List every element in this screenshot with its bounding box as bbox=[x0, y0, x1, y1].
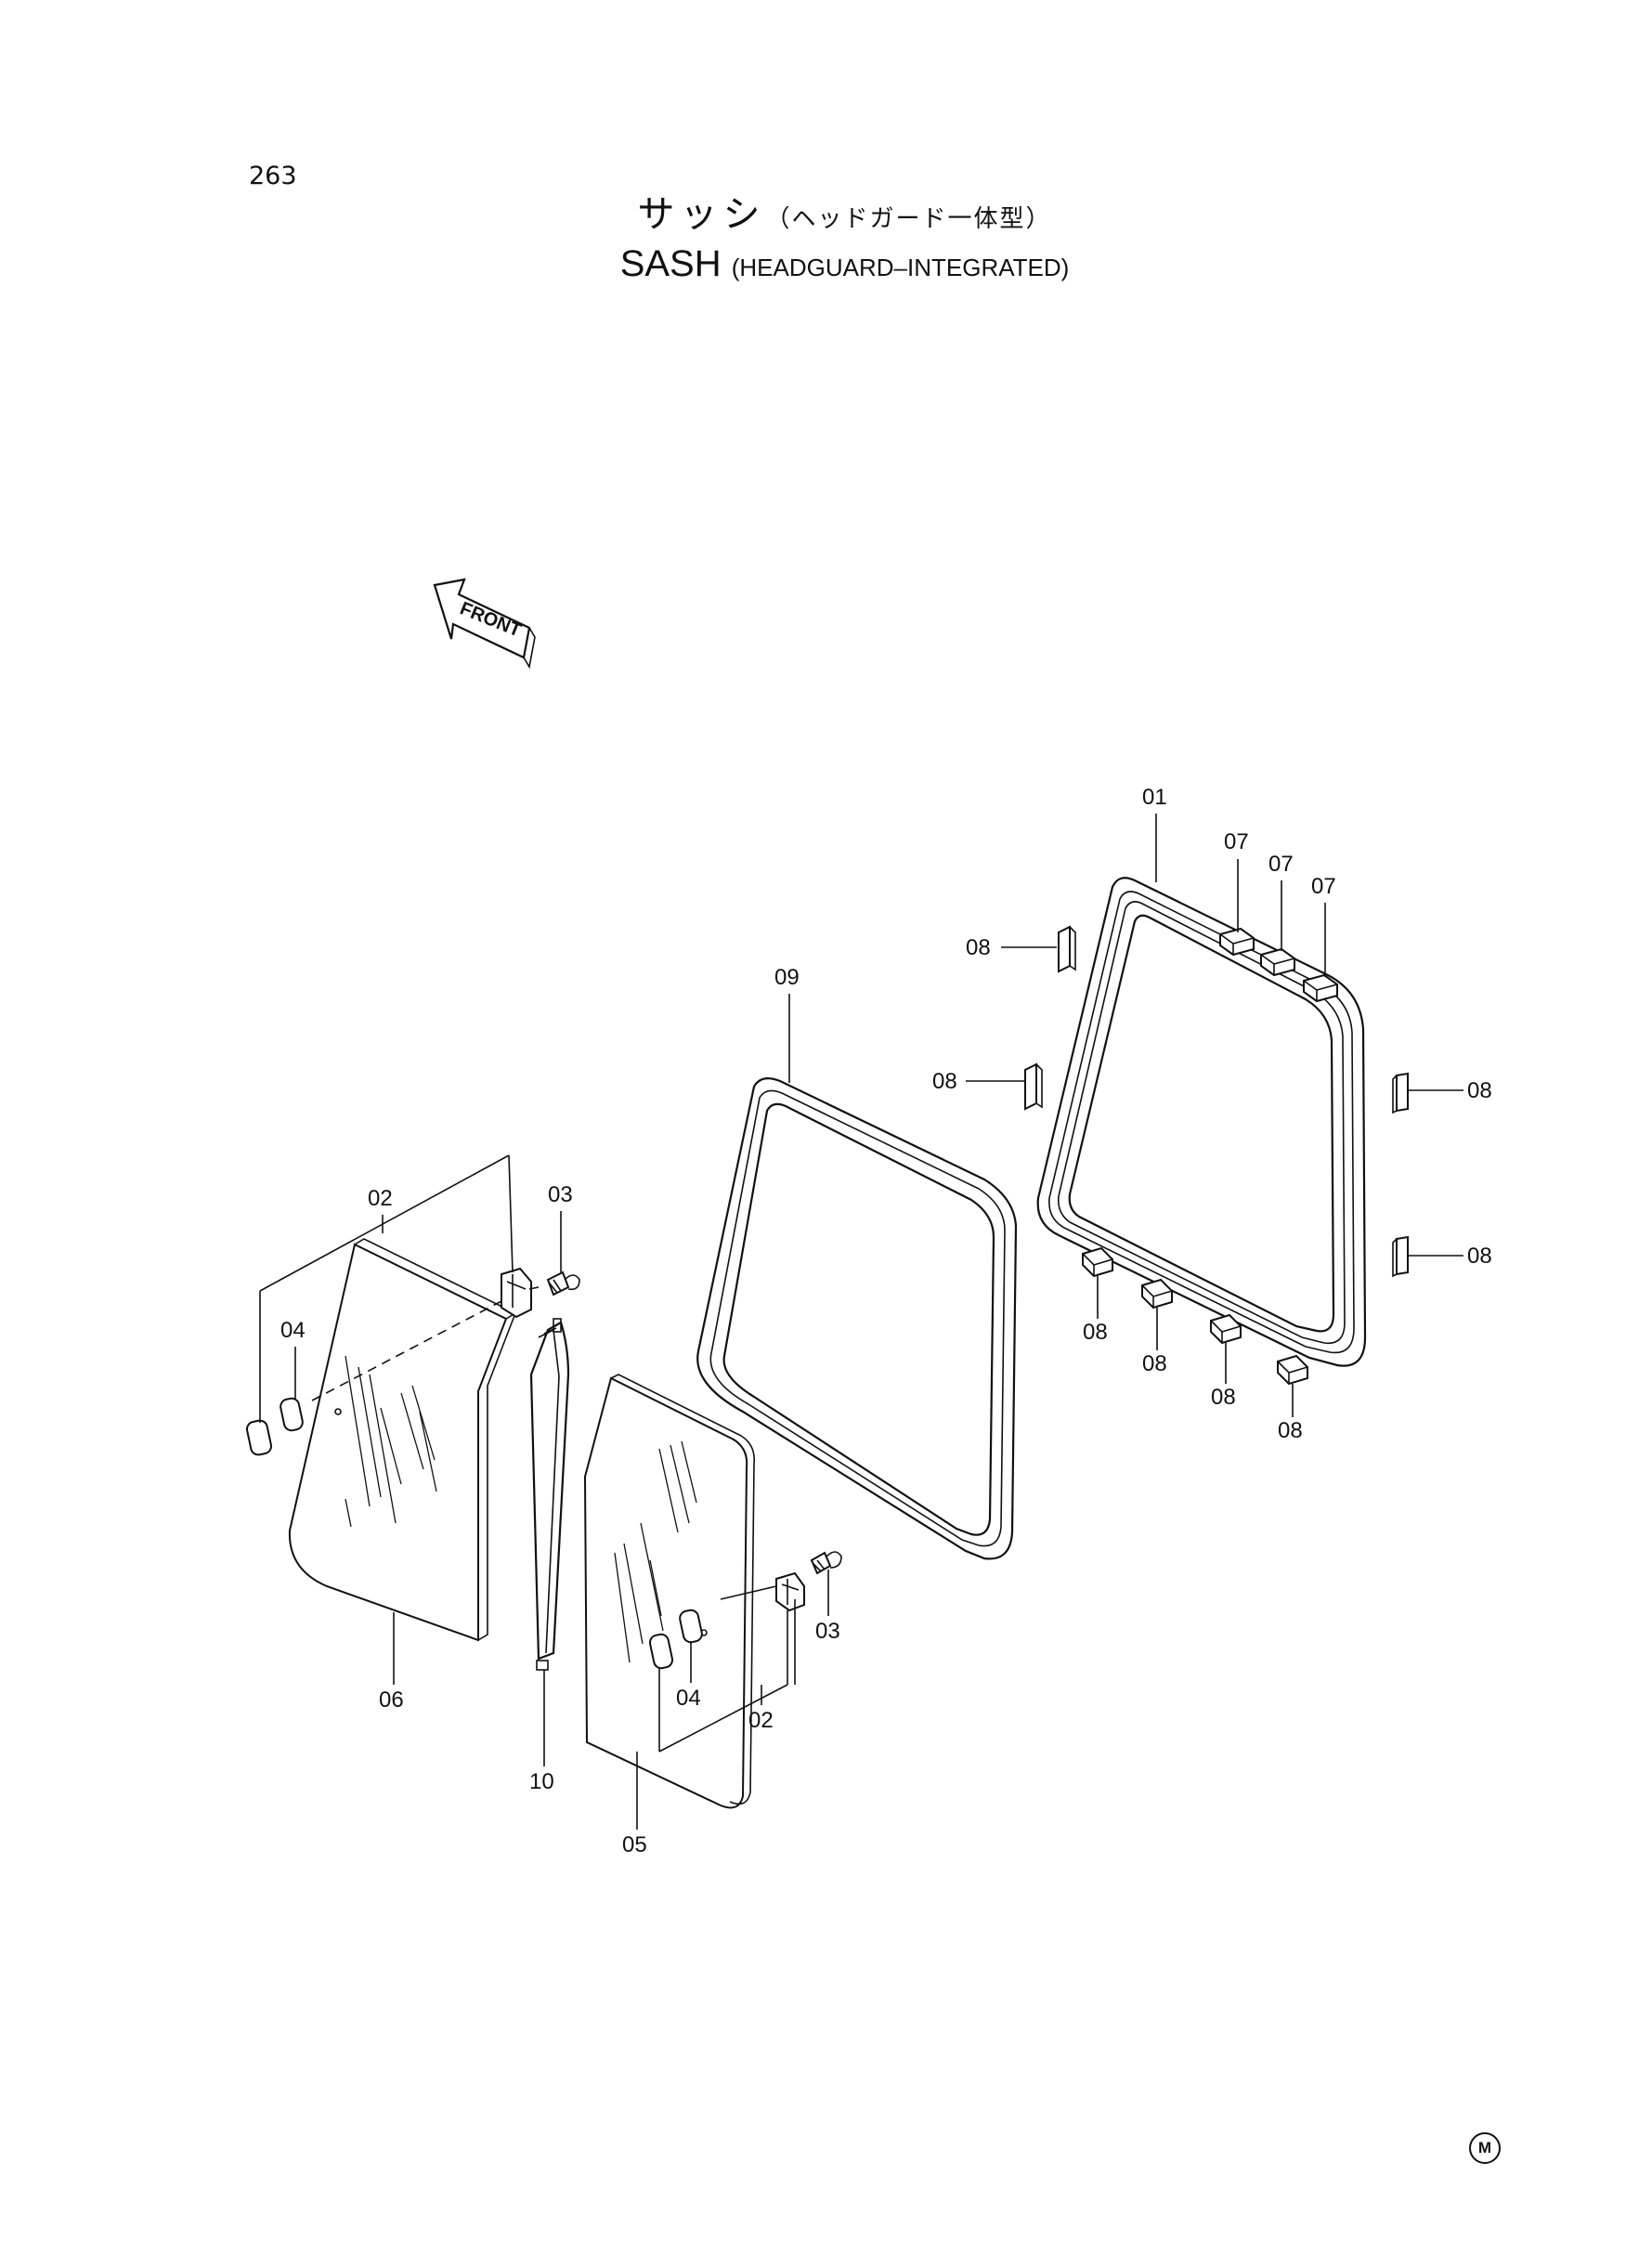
m-mark-icon: M bbox=[1469, 2132, 1501, 2164]
title-english: SASH (HEADGUARD–INTEGRATED) bbox=[0, 243, 1652, 285]
spacer-08-e bbox=[1082, 1246, 1113, 1278]
front-arrow-icon: FRONT bbox=[433, 578, 536, 670]
callout-02-upper: 02 bbox=[368, 1186, 393, 1211]
spacer-08-a bbox=[1058, 925, 1076, 973]
screw-03-lower bbox=[810, 1551, 842, 1575]
callout-06: 06 bbox=[379, 1687, 404, 1713]
title-japanese: サッシ（ヘッドガード一体型） bbox=[0, 184, 1652, 238]
knob-04-right-outer bbox=[648, 1633, 674, 1670]
callout-07-c: 07 bbox=[1311, 874, 1336, 899]
glass-pane-05 bbox=[583, 1374, 756, 1809]
leader-lines bbox=[259, 814, 1463, 1830]
callout-07-a: 07 bbox=[1224, 829, 1249, 854]
screw-03-upper bbox=[546, 1270, 580, 1296]
rubber-strip-10 bbox=[529, 1318, 570, 1671]
callout-04-upper: 04 bbox=[280, 1318, 306, 1343]
callout-08-c: 08 bbox=[1467, 1078, 1492, 1103]
callout-07-b: 07 bbox=[1268, 852, 1294, 877]
spacer-07-b bbox=[1260, 947, 1295, 977]
callout-08-e: 08 bbox=[1083, 1320, 1108, 1345]
front-label: FRONT bbox=[457, 598, 524, 641]
spacer-08-g bbox=[1210, 1313, 1242, 1345]
knob-04-right-inner bbox=[679, 1609, 703, 1644]
page-number: 263 bbox=[249, 162, 297, 190]
callout-08-g: 08 bbox=[1211, 1385, 1236, 1410]
title-english-sub: (HEADGUARD–INTEGRATED) bbox=[731, 254, 1070, 281]
callout-03-lower: 03 bbox=[815, 1619, 840, 1644]
callout-04-lower: 04 bbox=[676, 1686, 701, 1711]
spacer-08-b bbox=[1024, 1062, 1043, 1111]
callout-09: 09 bbox=[774, 965, 800, 990]
callout-08-d: 08 bbox=[1467, 1244, 1492, 1269]
knob-04-left-outer bbox=[245, 1419, 273, 1456]
callout-03-upper: 03 bbox=[548, 1182, 573, 1207]
latch-02-upper bbox=[501, 1267, 540, 1319]
callout-08-a: 08 bbox=[966, 935, 991, 960]
title-japanese-sub: （ヘッドガード一体型） bbox=[765, 205, 1052, 233]
spacer-07-a bbox=[1219, 927, 1255, 957]
callout-08-f: 08 bbox=[1142, 1351, 1167, 1376]
spacer-08-d bbox=[1392, 1235, 1409, 1278]
callout-01: 01 bbox=[1142, 785, 1167, 810]
callout-02-lower: 02 bbox=[748, 1708, 774, 1733]
spacer-08-f bbox=[1141, 1278, 1173, 1309]
sash-frame-01 bbox=[1036, 877, 1367, 1367]
callout-10: 10 bbox=[529, 1769, 554, 1794]
knob-04-left-inner bbox=[280, 1397, 304, 1432]
callout-08-b: 08 bbox=[932, 1069, 957, 1094]
title-japanese-main: サッシ bbox=[637, 193, 766, 236]
title-english-main: SASH bbox=[619, 243, 722, 284]
callout-05: 05 bbox=[622, 1832, 647, 1857]
spacer-08-c bbox=[1392, 1072, 1409, 1114]
glass-pane-06 bbox=[288, 1238, 517, 1642]
latch-02-lower bbox=[775, 1571, 805, 1612]
glass-seal-09 bbox=[696, 1076, 1018, 1560]
spacer-07-c bbox=[1303, 973, 1338, 1003]
spacer-08-h bbox=[1277, 1354, 1308, 1386]
callout-08-h: 08 bbox=[1278, 1418, 1303, 1443]
